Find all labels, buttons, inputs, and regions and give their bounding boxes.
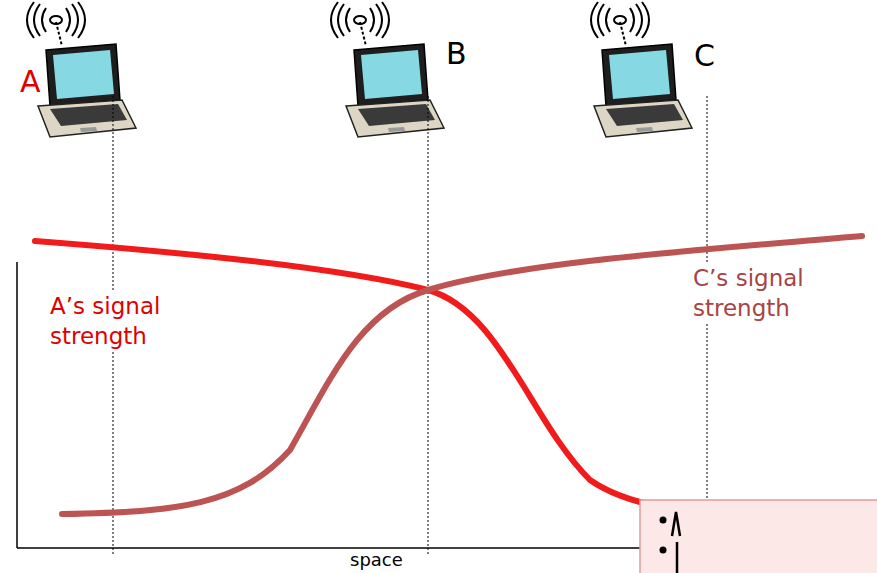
note-box xyxy=(640,500,877,573)
laptop-a xyxy=(27,2,136,137)
device-label: B xyxy=(446,34,467,73)
laptop-b xyxy=(331,2,444,137)
device-label: A xyxy=(20,62,41,101)
laptop-c xyxy=(591,2,692,137)
position-markers xyxy=(113,96,707,556)
curve-label: A’s signal strength xyxy=(48,292,192,352)
y-axis xyxy=(16,262,18,548)
axis-label: space xyxy=(350,548,403,571)
curve-label: C’s signal strength xyxy=(691,264,873,324)
device-label: C xyxy=(694,36,715,75)
